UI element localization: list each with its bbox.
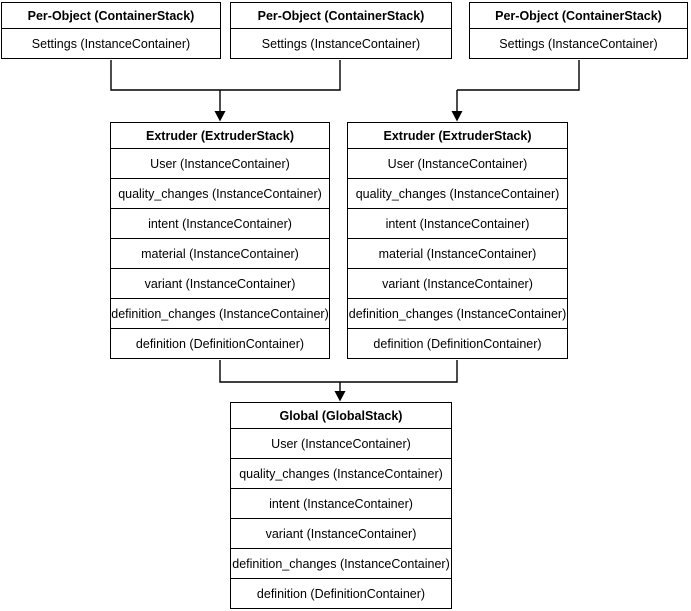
edge-extruders-to-global (219, 360, 458, 383)
stack-row-material: material (InstanceContainer) (348, 238, 567, 268)
node-title: Global (GlobalStack) (279, 408, 403, 423)
node-extruder-stack-left: Extruder (ExtruderStack) User (InstanceC… (110, 122, 330, 359)
stack-row-settings: Settings (InstanceContainer) (470, 28, 687, 58)
edge-per-objects-to-extruder-left (110, 60, 341, 91)
stack-row-settings: Settings (InstanceContainer) (2, 28, 220, 58)
node-title: Extruder (ExtruderStack) (146, 128, 294, 143)
node-per-object-stack-2: Per-Object (ContainerStack) Settings (In… (230, 2, 452, 59)
stack-row-user: User (InstanceContainer) (348, 148, 567, 178)
stack-row-intent: intent (InstanceContainer) (348, 208, 567, 238)
stack-row-intent: intent (InstanceContainer) (231, 488, 451, 518)
node-extruder-stack-right: Extruder (ExtruderStack) User (InstanceC… (347, 122, 568, 359)
stack-row-user: User (InstanceContainer) (111, 148, 329, 178)
stack-row-variant: variant (InstanceContainer) (231, 518, 451, 548)
stack-row-definition-changes: definition_changes (InstanceContainer) (348, 298, 567, 328)
stack-row-definition-changes: definition_changes (InstanceContainer) (111, 298, 329, 328)
stack-row-settings: Settings (InstanceContainer) (231, 28, 451, 58)
stack-row-intent: intent (InstanceContainer) (111, 208, 329, 238)
stack-row-material: material (InstanceContainer) (111, 238, 329, 268)
stack-row-definition-changes: definition_changes (InstanceContainer) (231, 548, 451, 578)
stack-row-variant: variant (InstanceContainer) (111, 268, 329, 298)
arrowhead-down-extruder-left (214, 111, 226, 122)
node-title: Per-Object (ContainerStack) (27, 8, 195, 23)
stack-row-variant: variant (InstanceContainer) (348, 268, 567, 298)
node-title: Per-Object (ContainerStack) (257, 8, 425, 23)
node-per-object-stack-1: Per-Object (ContainerStack) Settings (In… (1, 2, 221, 59)
edge-per-object-to-extruder-right (457, 60, 580, 91)
node-per-object-stack-3: Per-Object (ContainerStack) Settings (In… (469, 2, 688, 59)
arrowhead-down-extruder-right (451, 111, 463, 122)
node-title: Extruder (ExtruderStack) (383, 128, 532, 143)
node-title: Per-Object (ContainerStack) (495, 8, 662, 23)
stack-row-quality-changes: quality_changes (InstanceContainer) (111, 178, 329, 208)
stack-row-quality-changes: quality_changes (InstanceContainer) (231, 458, 451, 488)
node-global-stack: Global (GlobalStack) User (InstanceConta… (230, 402, 452, 609)
stack-row-definition: definition (DefinitionContainer) (111, 328, 329, 358)
stack-row-definition: definition (DefinitionContainer) (231, 578, 451, 608)
stack-row-user: User (InstanceContainer) (231, 428, 451, 458)
arrowhead-down-global (334, 391, 346, 402)
stack-row-quality-changes: quality_changes (InstanceContainer) (348, 178, 567, 208)
stack-row-definition: definition (DefinitionContainer) (348, 328, 567, 358)
